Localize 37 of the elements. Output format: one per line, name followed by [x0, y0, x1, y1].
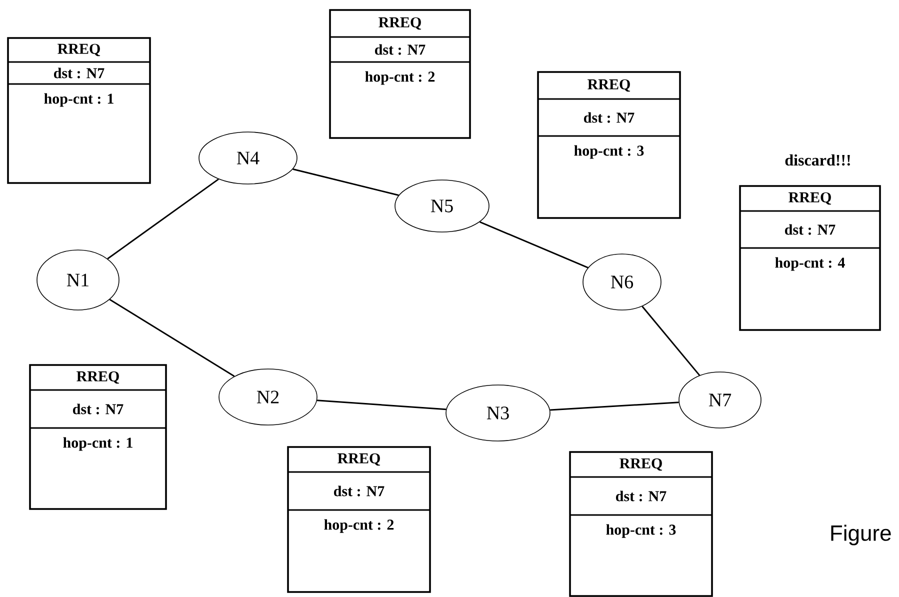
field-text: dst : N7 — [584, 112, 634, 123]
packet-box — [537, 71, 681, 219]
header-text: RREQ — [588, 79, 630, 92]
header-text: RREQ — [58, 44, 100, 56]
field-text: dst : N7 — [54, 68, 104, 78]
header-text: RREQ — [338, 453, 380, 466]
header-text: RREQ — [788, 192, 832, 205]
packet-box — [569, 451, 713, 597]
link-line — [642, 306, 700, 376]
field-text: hop-cnt : 1 — [44, 93, 114, 107]
field-text: dst : N7 — [616, 490, 666, 502]
link-line — [550, 402, 679, 411]
link-line — [109, 298, 235, 377]
field-text: hop-cnt : 3 — [606, 524, 676, 538]
field-text: hop-cnt : 3 — [574, 145, 644, 159]
field-text: dst : N7 — [334, 486, 384, 496]
packet-box — [329, 9, 471, 139]
field-text: hop-cnt : 4 — [775, 257, 845, 271]
link-line — [317, 400, 446, 410]
packet-box — [29, 364, 167, 510]
link-line — [107, 178, 219, 260]
packet-box — [739, 185, 881, 331]
field-text: dst : N7 — [785, 224, 836, 235]
header-text: RREQ — [620, 458, 662, 471]
link-line — [479, 221, 588, 268]
field-text: dst : N7 — [72, 404, 124, 414]
field-text: hop-cnt : 2 — [324, 519, 394, 533]
caption-text: Figure — [831, 524, 891, 546]
field-text: hop-cnt : 1 — [63, 437, 132, 451]
note-text: discard!!! — [785, 154, 850, 166]
header-text: RREQ — [76, 371, 119, 384]
link-line — [292, 168, 399, 196]
packet-box — [287, 446, 431, 593]
header-text: RREQ — [378, 17, 421, 30]
field-text: dst : N7 — [375, 44, 426, 55]
field-text: hop-cnt : 2 — [365, 71, 435, 85]
packet-box — [7, 37, 151, 184]
